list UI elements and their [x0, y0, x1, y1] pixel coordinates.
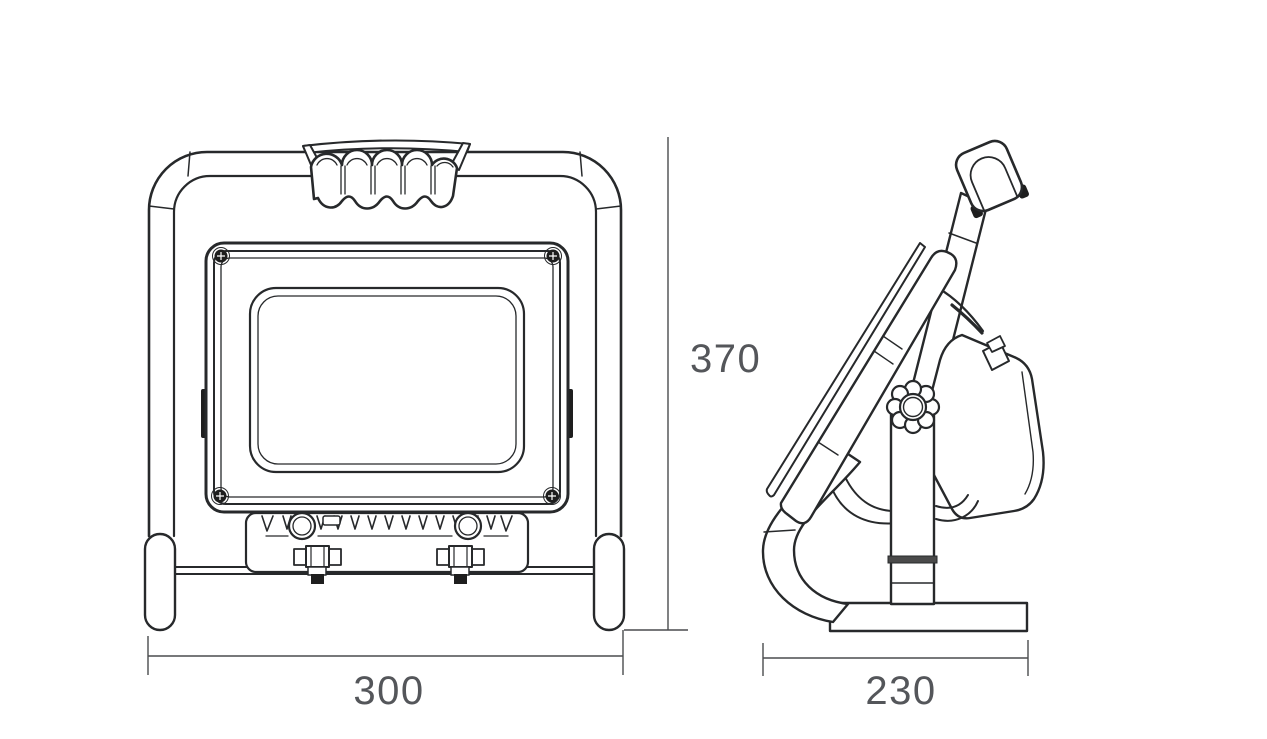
dimension-height: 370 — [624, 137, 761, 631]
support-post — [887, 413, 938, 606]
grip-bump-inner-arcs — [316, 157, 454, 168]
slab-seams — [817, 335, 903, 456]
mount-nub-left — [311, 574, 324, 584]
mount-stirrup — [829, 469, 979, 525]
dimension-depth: 230 — [762, 640, 1029, 713]
lamp-housing — [201, 241, 573, 514]
handle-hook — [954, 139, 1029, 219]
grip-separators — [340, 165, 436, 195]
side-view — [761, 139, 1045, 633]
dimension-height-label: 370 — [690, 337, 761, 381]
screw-bottom-left — [211, 487, 229, 505]
corner-screws — [211, 247, 562, 505]
housing-outline — [204, 241, 570, 514]
glass-edge — [765, 242, 926, 498]
bezel-inner — [220, 257, 554, 498]
leg-seam — [763, 529, 796, 533]
bezel-outer — [213, 250, 561, 505]
lamp-body-side — [765, 242, 958, 525]
screw-bottom-right — [543, 487, 561, 505]
foot-left — [143, 532, 177, 632]
cable-glands — [293, 545, 485, 584]
base-rail — [828, 601, 1029, 633]
post-collar — [887, 555, 938, 564]
hinge-boss-left-inner — [292, 516, 312, 536]
dimension-width-label: 300 — [353, 669, 424, 713]
dimension-annotations: 370 300 230 — [147, 137, 1029, 713]
screw-top-left — [212, 247, 230, 265]
lens-outline — [248, 286, 526, 474]
dimension-depth-label: 230 — [865, 669, 936, 713]
hinge-boss-right-inner — [458, 516, 478, 536]
tube-seam — [948, 232, 977, 244]
screw-top-right — [544, 247, 562, 265]
cable-gland-left — [293, 545, 342, 584]
adjustment-knob — [885, 379, 941, 435]
stand-corner-seams — [148, 151, 622, 210]
hinge-bracket — [982, 335, 1010, 371]
back-cover-seam — [1021, 371, 1035, 495]
foot-right — [592, 532, 626, 632]
lens-inner — [257, 295, 517, 465]
front-view — [143, 139, 626, 632]
mount-nub-right — [454, 574, 467, 584]
dimension-width: 300 — [147, 630, 624, 713]
cable-gland-right — [436, 545, 485, 584]
carry-handle — [302, 139, 471, 210]
back-cover — [916, 286, 1045, 520]
heatsink-panel — [244, 511, 530, 574]
panel-clip — [322, 515, 341, 526]
shoulder-edge — [950, 303, 984, 335]
